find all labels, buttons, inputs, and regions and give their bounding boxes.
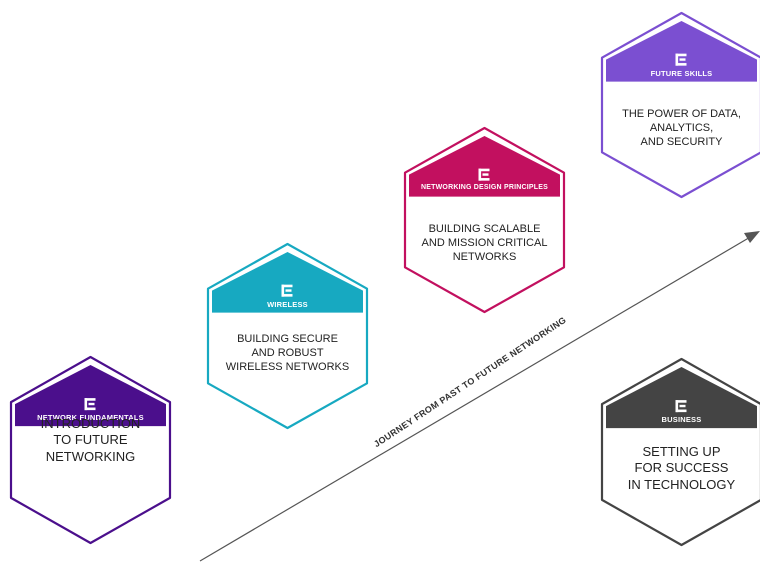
badge-wireless[interactable]: WIRELESS BUILDING SECURE AND ROBUST WIRE… (205, 241, 370, 431)
badge-header-band (212, 252, 363, 313)
description-line: SETTING UP (642, 444, 721, 459)
badge-header-band (15, 365, 166, 427)
badge-title: NETWORKING DESIGN PRINCIPLES (421, 183, 548, 191)
description-line: AND SECURITY (640, 135, 723, 148)
hexagon-frame (9, 355, 172, 545)
journey-arrow-line (199, 235, 753, 562)
description-line: NETWORKING (45, 448, 136, 464)
description-line: AND MISSION CRITICAL (421, 236, 548, 249)
badge-description: BUILDING SCALABLE AND MISSION CRITICAL N… (402, 223, 567, 264)
description-line: THE POWER OF DATA, (622, 108, 741, 120)
description-line: BUILDING SECURE (237, 333, 338, 345)
description-line: INTRODUCTION (40, 416, 141, 431)
badge-description: SETTING UP FOR SUCCESS IN TECHNOLOGY (599, 444, 760, 493)
badge-title: FUTURE SKILLS (650, 68, 713, 78)
description-line: FOR SUCCESS (634, 460, 729, 476)
badge-title: NETWORK FUNDAMENTALS (37, 413, 144, 423)
journey-arrow-head (744, 231, 760, 243)
description-line: BUILDING SCALABLE (428, 223, 541, 235)
badge-title: WIRELESS (267, 299, 308, 309)
extreme-e-logo-icon (478, 168, 490, 181)
badge-description: INTRODUCTION TO FUTURE NETWORKING (8, 416, 173, 465)
badge-business[interactable]: BUSINESS SETTING UP FOR SUCCESS IN TECHN… (599, 356, 760, 548)
badge-header-band (606, 21, 757, 82)
description-line: AND ROBUST (251, 346, 324, 359)
hexagon-frame (600, 357, 760, 547)
description-line: NETWORKS (452, 250, 517, 263)
badge-header-band (409, 136, 560, 197)
badge-network-fundamentals[interactable]: NETWORK FUNDAMENTALS INTRODUCTION TO FUT… (8, 354, 173, 546)
hexagon-frame (600, 11, 760, 199)
extreme-e-logo-icon (675, 53, 687, 66)
extreme-e-logo-icon (281, 284, 293, 297)
badge-future-skills[interactable]: FUTURE SKILLS THE POWER OF DATA, ANALYTI… (599, 10, 760, 200)
extreme-e-logo-icon (84, 398, 96, 411)
description-line: TO FUTURE (53, 432, 128, 448)
extreme-e-logo-icon (675, 400, 687, 413)
hexagon-frame (206, 242, 369, 430)
badge-header-band (606, 367, 757, 429)
badge-description: THE POWER OF DATA, ANALYTICS, AND SECURI… (599, 108, 760, 149)
hexagon-frame (403, 126, 566, 314)
badge-title: BUSINESS (661, 415, 702, 425)
badge-description: BUILDING SECURE AND ROBUST WIRELESS NETW… (205, 333, 370, 374)
badge-networking-design-principles[interactable]: NETWORKING DESIGN PRINCIPLES BUILDING SC… (402, 125, 567, 315)
description-line: IN TECHNOLOGY (627, 476, 736, 492)
description-line: ANALYTICS, (649, 121, 714, 134)
description-line: WIRELESS NETWORKS (225, 360, 350, 373)
